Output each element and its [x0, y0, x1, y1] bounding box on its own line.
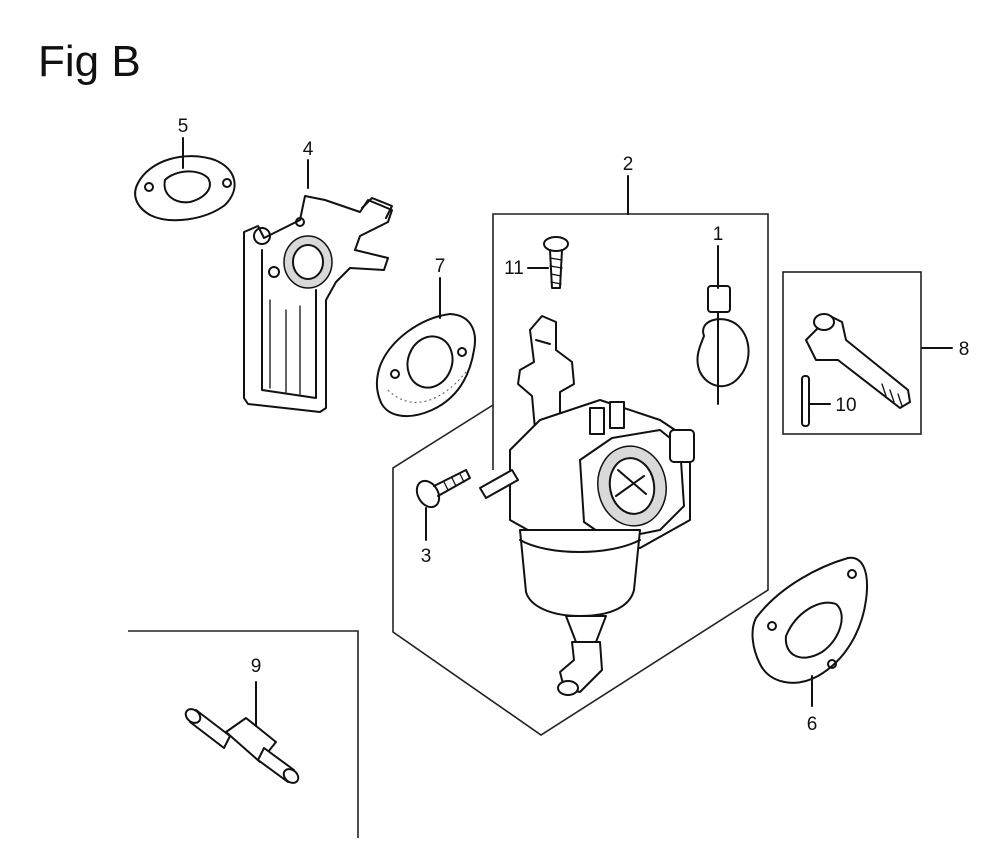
float-needle-part-1 — [696, 285, 750, 405]
throttle-lever-part-8 — [805, 313, 911, 409]
screw-part-3 — [415, 469, 471, 509]
screw-part-11 — [543, 236, 569, 289]
figure-title: Fig B — [38, 37, 141, 86]
callout-7: 7 — [435, 256, 446, 277]
callout-3: 3 — [421, 546, 432, 567]
gasket-part-5 — [134, 155, 236, 222]
gasket-part-6 — [751, 556, 868, 684]
callout-10: 10 — [835, 395, 856, 416]
callout-5: 5 — [178, 116, 189, 137]
insulator-part-4 — [243, 195, 393, 413]
callout-4: 4 — [303, 139, 314, 160]
fuel-filter-part-9 — [184, 708, 300, 784]
callout-2: 2 — [623, 154, 634, 175]
callout-11: 11 — [504, 258, 524, 279]
gasket-part-7 — [376, 313, 476, 418]
callout-9: 9 — [251, 656, 262, 677]
callout-1: 1 — [713, 224, 724, 245]
callout-6: 6 — [807, 714, 818, 735]
throttle-lever-frame — [782, 271, 922, 435]
leader-lines — [182, 137, 953, 727]
carburetor-assembly-frame — [392, 213, 769, 736]
pin-part-10 — [801, 375, 810, 427]
callout-8: 8 — [959, 339, 970, 360]
carburetor-body-part-2 — [479, 315, 695, 696]
fuel-filter-frame — [128, 630, 359, 838]
